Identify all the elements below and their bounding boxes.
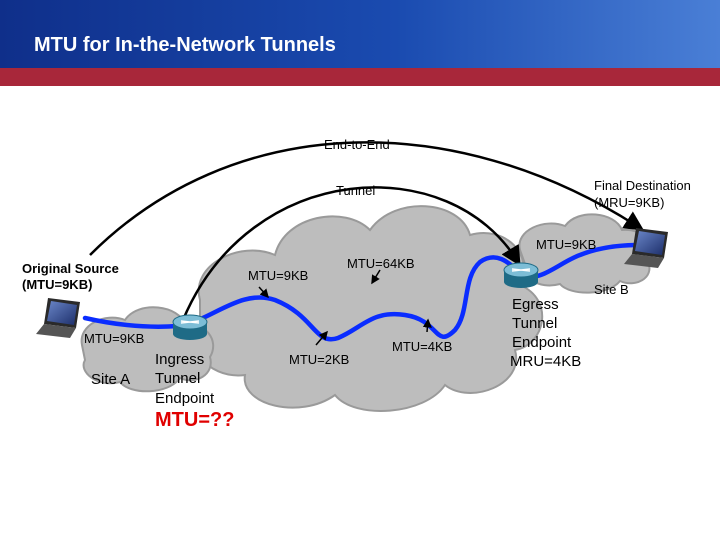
site-a-label: Site A bbox=[91, 371, 131, 388]
egress-label-2: Tunnel bbox=[512, 315, 558, 332]
mtu-64kb-pointer bbox=[371, 269, 381, 285]
title-stripe bbox=[0, 68, 720, 86]
slide-title: MTU for In-the-Network Tunnels bbox=[34, 34, 336, 56]
ingress-label-2: Tunnel bbox=[155, 370, 201, 387]
ingress-label-1: Ingress bbox=[155, 351, 205, 368]
tunnel-label: Tunnel bbox=[336, 183, 376, 198]
cloud-mtu-64kb-label: MTU=64KB bbox=[347, 256, 415, 271]
original-source-label-2: (MTU=9KB) bbox=[22, 277, 93, 292]
mtu-4kb-pointer bbox=[422, 318, 432, 333]
tunnel-arrow bbox=[181, 186, 521, 321]
mtu-9kb-pointer bbox=[258, 286, 270, 299]
site-b-mtu-label: MTU=9KB bbox=[536, 237, 597, 252]
ingress-mtu-label: MTU=?? bbox=[155, 409, 235, 431]
end-to-end-arrow bbox=[89, 141, 645, 256]
title-bar: MTU for In-the-Network Tunnels bbox=[0, 0, 720, 68]
cloud-mtu-2kb-label: MTU=2KB bbox=[289, 352, 350, 367]
laptop-icon bbox=[624, 228, 668, 268]
egress-label-1: Egress bbox=[512, 296, 559, 313]
egress-mru-label: MRU=4KB bbox=[510, 353, 582, 370]
router-icon bbox=[503, 262, 539, 288]
cloud-mtu-4kb-label: MTU=4KB bbox=[392, 339, 453, 354]
egress-label-3: Endpoint bbox=[512, 334, 572, 351]
cloud-mtu-9kb-label: MTU=9KB bbox=[248, 268, 309, 283]
cloud-icon bbox=[192, 205, 544, 412]
end-to-end-label: End-to-End bbox=[324, 137, 390, 152]
final-destination-label-1: Final Destination bbox=[594, 178, 691, 193]
mtu-2kb-pointer bbox=[315, 330, 328, 346]
site-b-label: Site B bbox=[594, 282, 629, 297]
final-destination-label-2: (MRU=9KB) bbox=[594, 195, 665, 210]
laptop-icon bbox=[36, 298, 80, 338]
site-a-mtu-label: MTU=9KB bbox=[84, 331, 145, 346]
router-icon bbox=[172, 314, 208, 340]
ingress-label-3: Endpoint bbox=[155, 390, 215, 407]
original-source-label-1: Original Source bbox=[22, 261, 119, 276]
